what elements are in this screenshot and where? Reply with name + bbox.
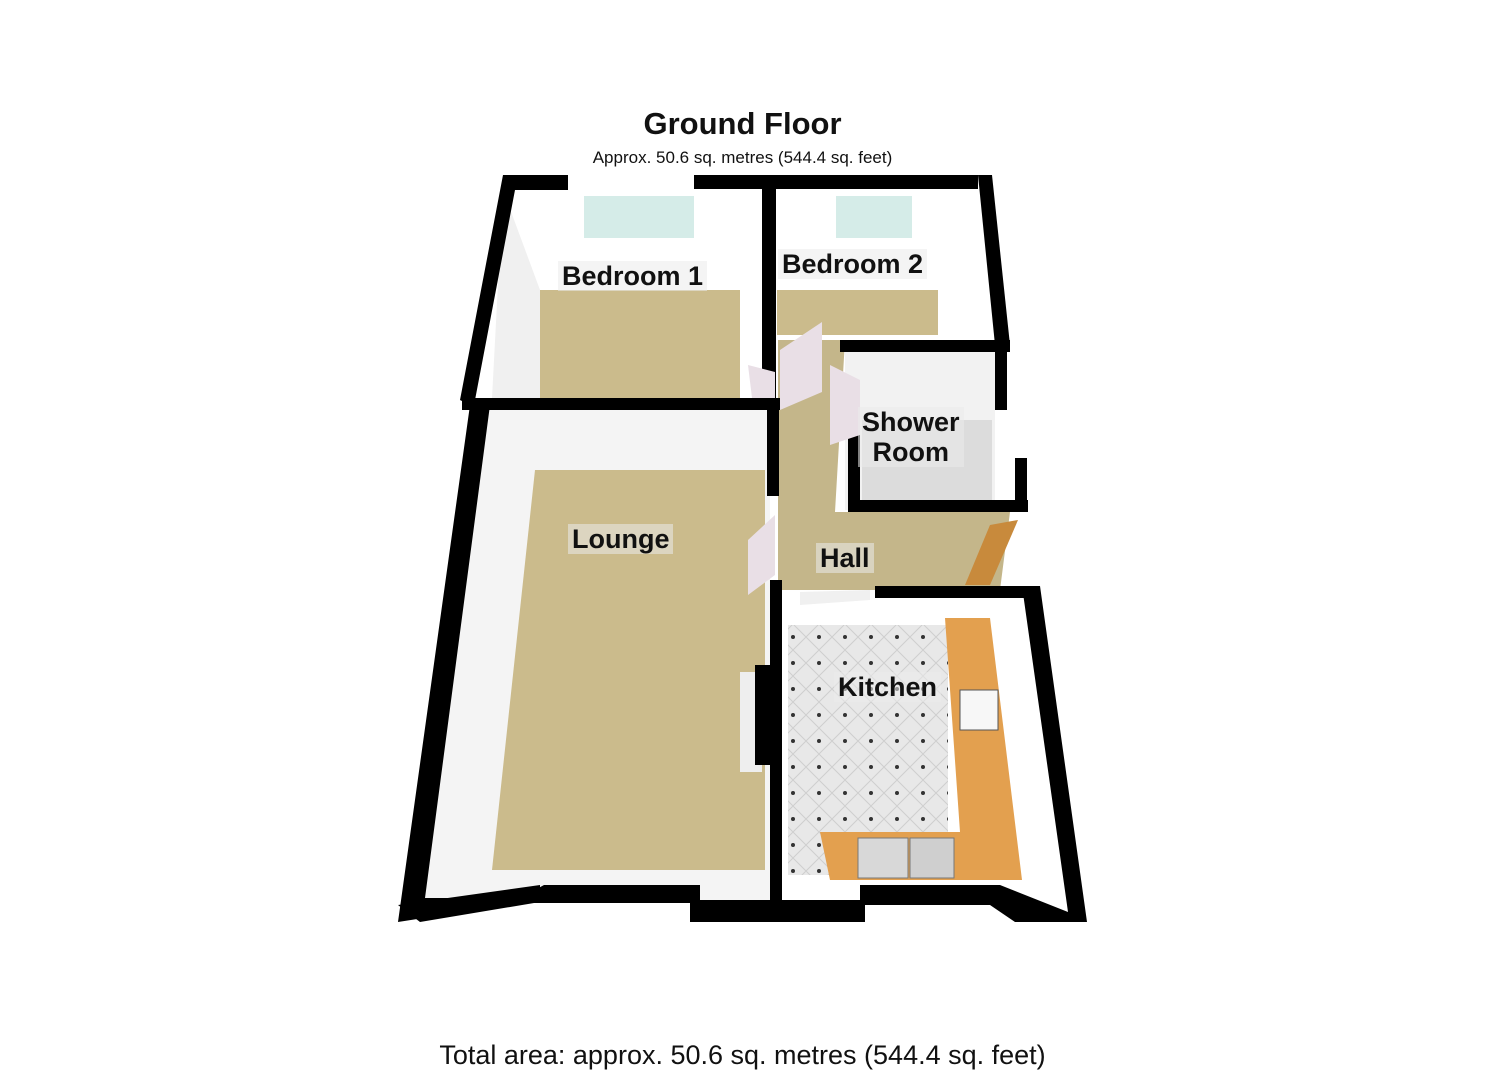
floor-area-subtitle: Approx. 50.6 sq. metres (544.4 sq. feet) [592,148,893,167]
walls [398,175,1087,922]
room-label-lounge: Lounge [568,524,674,554]
room-label-shower-room: Shower Room [858,407,964,467]
room-label-bedroom-2: Bedroom 2 [778,249,928,279]
room-label-room: Room [872,437,950,467]
kitchen [785,600,1025,880]
room-label-hall: Hall [816,543,874,573]
doors [748,322,1018,605]
room-label-bedroom-1: Bedroom 1 [558,261,708,291]
room-label-shower: Shower [862,407,960,437]
floor-title: Ground Floor [643,106,842,141]
total-area: Total area: approx. 50.6 sq. metres (544… [439,1040,1046,1070]
lounge [420,408,770,900]
room-label-kitchen: Kitchen [834,672,942,702]
